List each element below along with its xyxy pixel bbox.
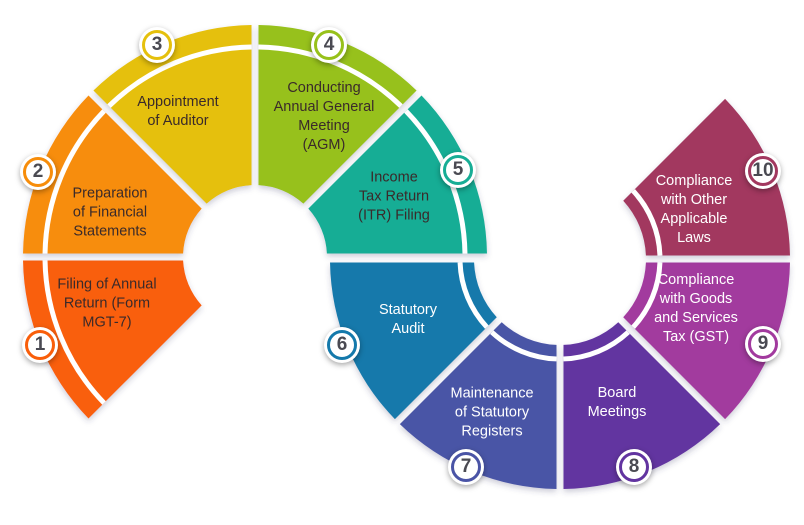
step-number: 3 xyxy=(151,34,163,55)
step-label-6: Statutory Audit xyxy=(378,302,438,337)
track-stripe-2 xyxy=(42,109,106,254)
step-number: 6 xyxy=(336,334,348,355)
track-stripe-6 xyxy=(457,262,489,329)
segment-3 xyxy=(93,25,252,204)
step-number-badge-3: 3 xyxy=(139,27,175,63)
track-stripe-8 xyxy=(563,330,630,362)
step-label-3: Appointment of Auditor xyxy=(137,94,219,129)
step-number-badge-2: 2 xyxy=(20,154,56,190)
step-number-badge-10: 10 xyxy=(745,153,781,189)
step-number: 2 xyxy=(32,161,44,182)
step-number: 7 xyxy=(460,456,472,477)
step-label-9: Compliance with Goods and Services Tax (… xyxy=(654,272,738,345)
step-number-badge-5: 5 xyxy=(440,152,476,188)
track-stripe-1 xyxy=(42,260,106,405)
step-number-badge-7: 7 xyxy=(448,449,484,485)
step-number: 8 xyxy=(628,456,640,477)
step-number-badge-1: 1 xyxy=(22,327,58,363)
segment-10 xyxy=(623,98,790,256)
step-label-5: Income Tax Return (ITR) Filing xyxy=(358,169,430,224)
step-label-1: Filing of Annual Return (Form MGT-7) xyxy=(57,276,157,331)
segment-6 xyxy=(330,262,497,420)
step-label-8: Board Meetings xyxy=(587,385,647,420)
step-number: 1 xyxy=(34,334,46,355)
step-label-7: Maintenance of Statutory Registers xyxy=(450,385,534,440)
segment-4 xyxy=(258,25,417,204)
step-number: 4 xyxy=(323,34,335,55)
step-number: 9 xyxy=(757,333,769,354)
segment-7 xyxy=(399,322,557,489)
step-number-badge-9: 9 xyxy=(745,326,781,362)
step-label-4: Conducting Annual General Meeting (AGM) xyxy=(273,80,375,153)
step-number: 5 xyxy=(452,159,464,180)
segment-2 xyxy=(23,95,202,254)
step-number-badge-6: 6 xyxy=(324,327,360,363)
step-number: 10 xyxy=(752,160,774,181)
track-stripe-3 xyxy=(107,44,252,108)
track-stripe-7 xyxy=(490,330,557,362)
track-stripe-4 xyxy=(258,44,403,108)
step-number-badge-8: 8 xyxy=(616,449,652,485)
step-number-badge-4: 4 xyxy=(311,27,347,63)
segment-1 xyxy=(23,260,202,419)
segment-9 xyxy=(623,262,790,420)
segment-8 xyxy=(563,322,721,489)
segment-5 xyxy=(308,95,487,254)
step-label-2: Preparation of Financial Statements xyxy=(72,185,148,240)
track-stripe-9 xyxy=(631,262,663,329)
step-label-10: Compliance with Other Applicable Laws xyxy=(655,173,733,246)
track-stripe-10 xyxy=(631,189,663,256)
